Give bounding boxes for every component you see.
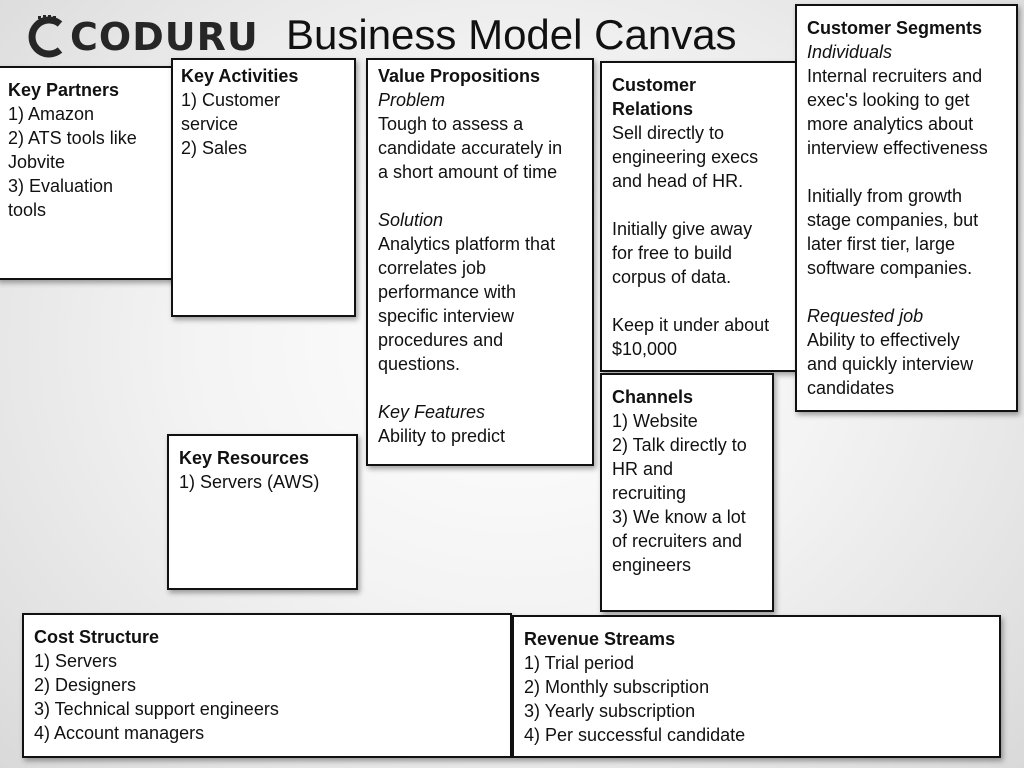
channels-item: recruiting <box>612 483 687 503</box>
key-partners-item: 3) Evaluation <box>8 176 114 196</box>
customer-relations-line: Keep it under about <box>612 315 770 335</box>
customer-relations-box: Customer Relations Sell directly to engi… <box>600 61 798 372</box>
value-propositions-heading: Value Propositions <box>378 66 541 86</box>
individuals-line: exec's looking to get <box>807 90 970 110</box>
key-activities-item: service <box>181 114 239 134</box>
key-partners-heading: Key Partners <box>8 80 120 100</box>
individuals-line: interview effectiveness <box>807 138 988 158</box>
channels-item: HR and <box>612 459 674 479</box>
cost-structure-heading: Cost Structure <box>34 627 160 647</box>
requested-job-line: candidates <box>807 378 895 398</box>
key-features-line: Ability to predict <box>378 426 506 446</box>
growth-line: software companies. <box>807 258 973 278</box>
problem-label: Problem <box>378 90 446 110</box>
requested-job-label: Requested job <box>807 306 924 326</box>
key-partners-item: 2) ATS tools like <box>8 128 137 148</box>
key-activities-box: Key Activities 1) Customer service 2) Sa… <box>171 58 356 317</box>
individuals-label: Individuals <box>807 42 893 62</box>
solution-line: specific interview <box>378 306 515 326</box>
customer-segments-box: Customer Segments Individuals Internal r… <box>795 4 1018 412</box>
channels-item: 2) Talk directly to <box>612 435 747 455</box>
customer-relations-line: Sell directly to <box>612 123 725 143</box>
key-partners-item: tools <box>8 200 47 220</box>
individuals-line: Internal recruiters and <box>807 66 983 86</box>
solution-line: performance with <box>378 282 517 302</box>
cost-structure-item: 4) Account managers <box>34 723 205 743</box>
revenue-streams-item: 4) Per successful candidate <box>524 725 746 745</box>
growth-line: later first tier, large <box>807 234 956 254</box>
channels-item: engineers <box>612 555 692 575</box>
requested-job-line: and quickly interview <box>807 354 974 374</box>
customer-segments-heading: Customer Segments <box>807 18 983 38</box>
revenue-streams-item: 1) Trial period <box>524 653 635 673</box>
problem-line: candidate accurately in <box>378 138 563 158</box>
channels-item: of recruiters and <box>612 531 743 551</box>
key-activities-item: 1) Customer <box>181 90 281 110</box>
key-partners-box: Key Partners 1) Amazon 2) ATS tools like… <box>0 66 174 280</box>
revenue-streams-box: Revenue Streams 1) Trial period 2) Month… <box>512 615 1001 758</box>
key-activities-heading: Key Activities <box>181 66 299 86</box>
cost-structure-box: Cost Structure 1) Servers 2) Designers 3… <box>22 613 512 758</box>
cost-structure-item: 3) Technical support engineers <box>34 699 279 719</box>
channels-box: Channels 1) Website 2) Talk directly to … <box>600 373 774 612</box>
revenue-streams-item: 3) Yearly subscription <box>524 701 696 721</box>
spacer <box>612 193 788 217</box>
solution-line: procedures and <box>378 330 504 350</box>
coduru-logo: CODURU <box>24 10 258 60</box>
channels-heading: Channels <box>612 387 694 407</box>
spacer <box>378 376 584 400</box>
spacer <box>612 289 788 313</box>
solution-label: Solution <box>378 210 444 230</box>
key-resources-item: 1) Servers (AWS) <box>179 472 320 492</box>
customer-relations-line: $10,000 <box>612 339 678 359</box>
spacer <box>378 184 584 208</box>
growth-line: stage companies, but <box>807 210 979 230</box>
solution-line: Analytics platform that <box>378 234 556 254</box>
revenue-streams-heading: Revenue Streams <box>524 629 676 649</box>
cost-structure-item: 2) Designers <box>34 675 137 695</box>
key-resources-heading: Key Resources <box>179 448 310 468</box>
solution-line: correlates job <box>378 258 487 278</box>
solution-line: questions. <box>378 354 461 374</box>
individuals-line: more analytics about <box>807 114 974 134</box>
problem-line: a short amount of time <box>378 162 558 182</box>
value-propositions-box: Value Propositions Problem Tough to asse… <box>366 58 594 466</box>
cost-structure-item: 1) Servers <box>34 651 118 671</box>
customer-relations-heading: Customer <box>612 75 697 95</box>
customer-relations-line: engineering execs <box>612 147 759 167</box>
key-features-label: Key Features <box>378 402 486 422</box>
key-activities-item: 2) Sales <box>181 138 248 158</box>
customer-relations-line: and head of HR. <box>612 171 744 191</box>
channels-item: 1) Website <box>612 411 698 431</box>
page-title: Business Model Canvas <box>286 11 737 58</box>
channels-item: 3) We know a lot <box>612 507 746 527</box>
logo-text: CODURU <box>70 15 259 59</box>
requested-job-line: Ability to effectively <box>807 330 960 350</box>
key-partners-item: Jobvite <box>8 152 66 172</box>
key-resources-box: Key Resources 1) Servers (AWS) <box>167 434 358 590</box>
customer-relations-line: for free to build <box>612 243 733 263</box>
growth-line: Initially from growth <box>807 186 963 206</box>
customer-relations-line: corpus of data. <box>612 267 732 287</box>
spacer <box>807 280 1008 304</box>
key-partners-item: 1) Amazon <box>8 104 95 124</box>
spacer <box>807 160 1008 184</box>
coduru-logo-mark-icon <box>28 15 63 58</box>
customer-relations-line: Initially give away <box>612 219 753 239</box>
customer-relations-heading: Relations <box>612 99 694 119</box>
problem-line: Tough to assess a <box>378 114 524 134</box>
revenue-streams-item: 2) Monthly subscription <box>524 677 710 697</box>
